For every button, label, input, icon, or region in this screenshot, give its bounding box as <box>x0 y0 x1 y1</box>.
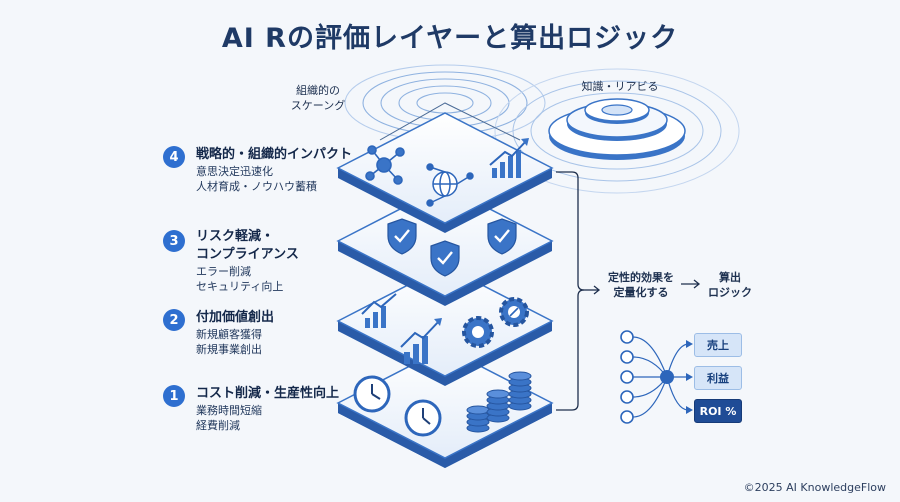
shield-check-icon-2 <box>430 240 460 277</box>
layer-2-badge: 2 <box>163 309 185 331</box>
page-title: AI Rの評価レイヤーと算出ロジック <box>221 23 679 54</box>
hub-node <box>660 370 674 384</box>
ripple-rings-right <box>494 68 740 194</box>
network-icon <box>365 145 405 185</box>
coin-stack-icon-2 <box>486 389 510 423</box>
disc-stack-icon <box>548 98 686 160</box>
clock-icon-1 <box>353 375 391 413</box>
layer-4-badge: 4 <box>163 146 185 168</box>
output-profit: 利益 <box>694 366 742 390</box>
flow-qualitative-text: 定性的効果を 定量化する <box>608 271 674 299</box>
note-knowledge: 知識・リアビる <box>581 80 659 93</box>
input-nodes <box>620 330 634 424</box>
bar-chart-icon-2 <box>400 318 442 364</box>
coin-stack-icon-1 <box>466 405 490 433</box>
layer-1-badge: 1 <box>163 385 185 407</box>
shield-check-icon-3 <box>487 218 517 255</box>
layer-1-label: 1 コスト削減・生産性向上 業務時間短縮 経費削減 <box>163 385 339 433</box>
layers-bracket <box>556 171 601 411</box>
output-sales: 売上 <box>694 333 742 357</box>
coin-stack-icon-3 <box>508 371 532 411</box>
layer-4-label: 4 戦略的・組織的インパクト 意思決定迅速化 人材育成・ノウハウ蓄積 <box>163 146 352 194</box>
note-organizational-scaling: 組織的の スケーング <box>290 84 346 112</box>
globe-icon <box>426 163 474 207</box>
layer-3-label: 3 リスク軽減・ コンプライアンス エラー削減 セキュリティ向上 <box>163 228 299 294</box>
shield-check-icon-1 <box>387 218 417 255</box>
copyright: ©2025 AI KnowledgeFlow <box>743 481 886 494</box>
clock-icon-2 <box>404 399 442 437</box>
gear-icon-1 <box>462 316 494 348</box>
layer-4-platform <box>336 112 554 233</box>
bar-chart-icon-1 <box>361 293 397 328</box>
layer-3-badge: 3 <box>163 230 185 252</box>
gear-icon-2 <box>499 297 529 327</box>
flow-arrow <box>681 279 701 289</box>
output-roi: ROI % <box>694 399 742 423</box>
flow-calc-text: 算出 ロジック <box>708 271 752 299</box>
growth-chart-icon <box>489 138 529 178</box>
layer-2-label: 2 付加価値創出 新規顧客獲得 新規事業創出 <box>163 309 274 357</box>
output-arrowheads <box>686 340 693 414</box>
